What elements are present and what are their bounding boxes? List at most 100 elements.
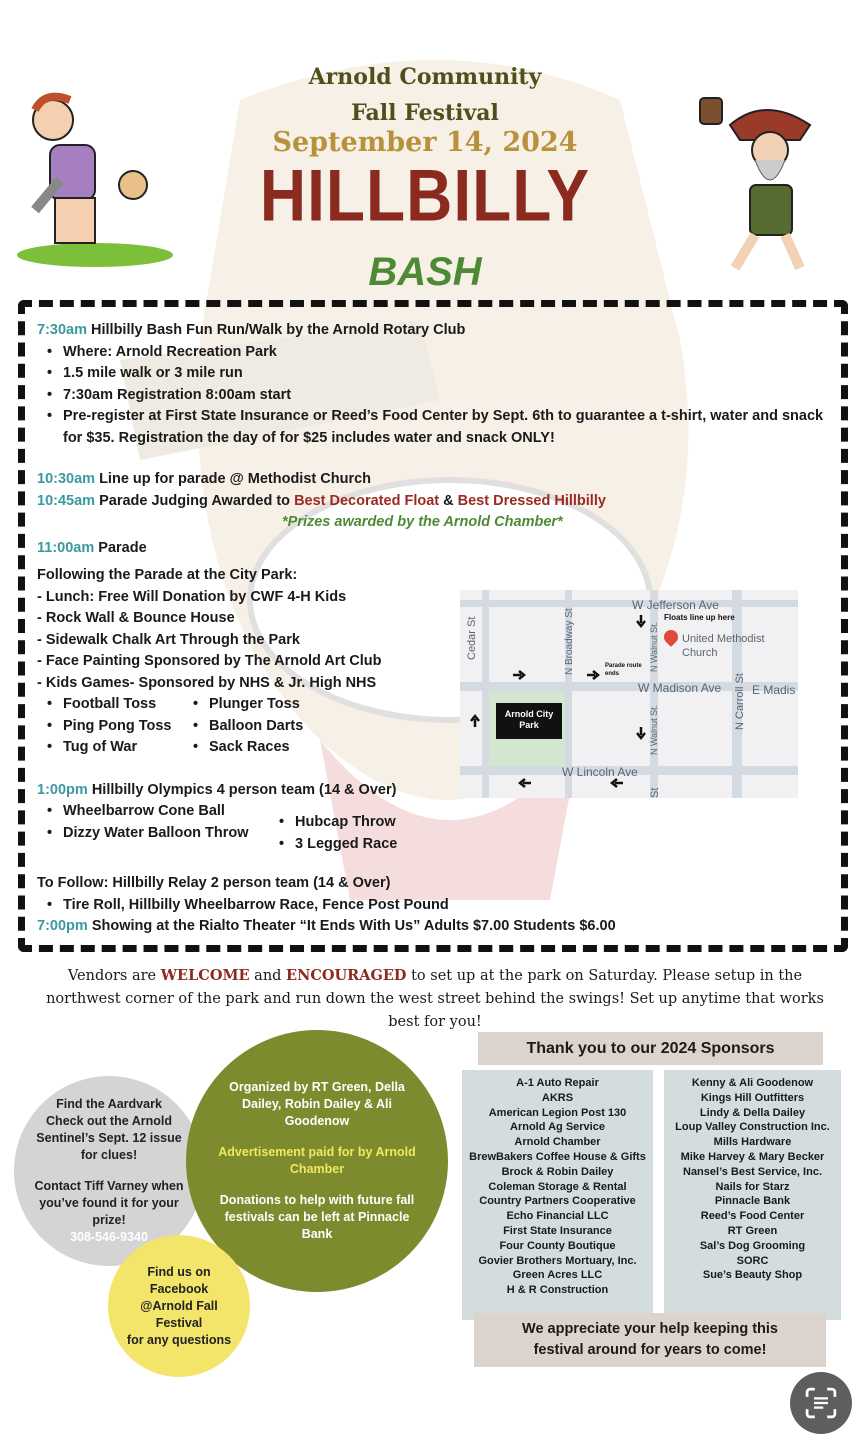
street-walnut-south: N Walnut St. <box>649 704 659 755</box>
sponsor: Loup Valley Construction Inc. <box>675 1121 830 1134</box>
time: 7:00pm <box>37 918 88 934</box>
parade-end-note: Parade route ends <box>605 663 642 677</box>
sponsor: Brock & Robin Dailey <box>501 1165 614 1178</box>
olympics-events: Wheelbarrow Cone BallDizzy Water Balloon… <box>37 801 827 855</box>
sponsor: Four County Boutique <box>499 1239 616 1252</box>
sponsor: Reed’s Food Center <box>700 1210 805 1223</box>
list-item: 7:30am Registration 8:00am start <box>37 385 827 407</box>
arrow-left-icon <box>610 778 623 788</box>
list-item: - Sidewalk Chalk Art Through the Park <box>37 631 300 648</box>
sponsor: RT Green <box>727 1224 778 1237</box>
relay: To Follow: Hillbilly Relay 2 person team… <box>37 875 391 891</box>
arrow-down-icon <box>636 615 646 628</box>
title-hillbilly: HILLBILLY <box>259 153 591 237</box>
list-item: - Face Painting Sponsored by The Arnold … <box>37 653 382 669</box>
event-text: Showing at the Rialto Theater “It Ends W… <box>91 918 616 934</box>
sponsor: First State Insurance <box>503 1224 612 1237</box>
header-line2: Fall Festival <box>351 100 499 126</box>
arrow-left-icon <box>518 778 531 788</box>
floats-note: Floats line up here <box>664 613 735 622</box>
list-item: Where: Arnold Recreation Park <box>37 342 827 364</box>
sponsor: Echo Financial LLC <box>506 1210 609 1223</box>
church-pin-icon <box>661 627 681 647</box>
sponsor: Govier Brothers Mortuary, Inc. <box>478 1254 637 1267</box>
festival-date: September 14, 2024 <box>272 127 578 158</box>
amp: & <box>439 492 458 509</box>
parade: 11:00am Parade <box>37 538 827 560</box>
list-item: Dizzy Water Balloon Throw <box>37 823 269 845</box>
list-item: - Kids Games- Sponsored by NHS & Jr. Hig… <box>37 674 377 691</box>
sponsor: Sal’s Dog Grooming <box>699 1239 806 1252</box>
sponsor: Nansel’s Best Service, Inc. <box>683 1165 822 1178</box>
facebook-circle: Find us on Facebook @Arnold Fall Festiva… <box>108 1235 250 1377</box>
advertisement-note: Advertisement paid for by Arnold Chamber <box>218 1145 416 1176</box>
prizes-note: *Prizes awarded by the Arnold Chamber* <box>282 514 563 530</box>
vendors-text: Vendors are <box>67 968 161 984</box>
award-hillbilly: Best Dressed Hillbilly <box>457 492 606 509</box>
list-item: Wheelbarrow Cone Ball <box>37 801 269 823</box>
aardvark-circle: Find the Aardvark Check out the Arnold S… <box>14 1076 204 1266</box>
sponsor: SORC <box>736 1254 769 1267</box>
sponsors-thanks: We appreciate your help keeping this fes… <box>474 1313 826 1367</box>
list-item: Sack Races <box>183 737 329 759</box>
text-scan-icon <box>805 1387 837 1419</box>
vendors-text: to set up at the park on Saturday. Pleas… <box>46 968 824 1030</box>
schedule-dashed-border <box>18 300 848 952</box>
donations-note: Donations to help with future fall festi… <box>219 1193 415 1241</box>
street-cedar: Cedar St <box>466 616 478 660</box>
sponsor: Pinnacle Bank <box>714 1195 791 1208</box>
church-label: United Methodist Church <box>682 633 765 659</box>
sponsor: Sue’s Beauty Shop <box>702 1269 803 1282</box>
list-item: - Rock Wall & Bounce House <box>37 610 235 626</box>
vendors-note: Vendors are WELCOME and ENCOURAGED to se… <box>30 964 840 1034</box>
sponsor: Mike Harvey & Mary Becker <box>680 1150 825 1163</box>
park-label: Arnold City Park <box>496 703 562 739</box>
list-item: Tug of War <box>37 737 183 759</box>
facebook-handle[interactable]: @Arnold Fall Festival <box>140 1298 218 1330</box>
arrow-right-icon <box>587 670 600 680</box>
following-heading: Following the Parade at the City Park: <box>37 567 298 583</box>
street-st: St <box>649 787 661 798</box>
sponsor: Green Acres LLC <box>512 1269 603 1282</box>
list-item: 1.5 mile walk or 3 mile run <box>37 363 827 385</box>
list-item: Pre-register at First State Insurance or… <box>37 406 827 449</box>
list-item: Plunger Toss <box>183 694 329 716</box>
lineup: 10:30am Line up for parade @ Methodist C… <box>37 469 827 491</box>
sponsor: A-1 Auto Repair <box>516 1077 599 1089</box>
contact-phone: 308-546-9340 <box>70 1230 148 1244</box>
organizers-text: Organized by RT Green, Della Dailey, Rob… <box>229 1080 405 1128</box>
aardvark-title: Find the Aardvark <box>56 1097 162 1111</box>
header-line1: Arnold Community <box>308 64 542 90</box>
scan-text-button[interactable] <box>790 1372 852 1434</box>
street-carroll: N Carroll St <box>734 673 746 730</box>
street-e-madison: E Madis <box>752 683 796 697</box>
time: 7:30am <box>37 322 87 338</box>
facebook-note: for any questions <box>126 1332 232 1347</box>
sponsor: Mills Hardware <box>713 1136 792 1149</box>
sponsor: Nails for Starz <box>715 1180 790 1193</box>
arrow-up-icon <box>470 714 480 727</box>
list-item: Balloon Darts <box>183 716 329 738</box>
sponsor: Lindy & Della Dailey <box>699 1106 806 1119</box>
sponsor: Kings Hill Outfitters <box>700 1091 805 1104</box>
list-item: Ping Pong Toss <box>37 716 183 738</box>
funrun-bullets: Where: Arnold Recreation Park 1.5 mile w… <box>37 342 827 450</box>
list-item: Hubcap Throw <box>269 812 469 834</box>
sponsor: Coleman Storage & Rental <box>488 1180 627 1193</box>
sponsor: Kenny & Ali Goodenow <box>691 1077 814 1089</box>
arrow-down-icon <box>636 727 646 740</box>
sponsor: AKRS <box>541 1091 574 1104</box>
list-item: - Lunch: Free Will Donation by CWF 4-H K… <box>37 588 347 605</box>
list-item: Tire Roll, Hillbilly Wheelbarrow Race, F… <box>37 895 827 917</box>
vendors-text: and <box>249 968 287 984</box>
time: 11:00am <box>37 539 95 556</box>
arrow-right-icon <box>513 670 526 680</box>
time: 10:30am <box>37 471 96 487</box>
aardvark-clue: Check out the Arnold Sentinel’s Sept. 12… <box>36 1114 182 1162</box>
list-item: 3 Legged Race <box>269 834 469 856</box>
schedule: 7:30am Hillbilly Bash Fun Run/Walk by th… <box>37 320 827 938</box>
movie: 7:00pm Showing at the Rialto Theater “It… <box>37 916 827 938</box>
street-jefferson: W Jefferson Ave <box>632 598 719 612</box>
woman-chicken-cartoon <box>17 92 173 267</box>
